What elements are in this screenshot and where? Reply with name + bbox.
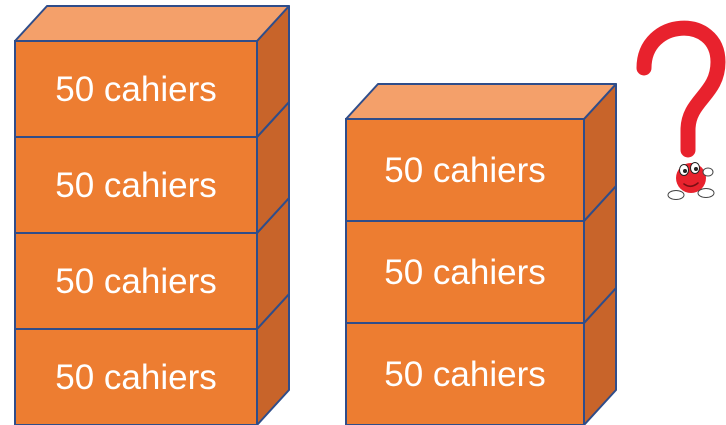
box-top-face: [345, 83, 617, 120]
question-mark-hook: [636, 20, 726, 158]
box: 50 cahiers: [345, 83, 617, 222]
stack-1: 50 cahiers 50 cahiers 50 cahiers 50 cahiers: [14, 5, 290, 425]
character-foot-left: [667, 190, 685, 200]
box-front-face: [14, 232, 258, 330]
box-label: 50 cahiers: [55, 358, 216, 397]
box-front-face: [345, 322, 585, 425]
box-label: 50 cahiers: [55, 166, 216, 205]
box-front-face: [345, 118, 585, 222]
box-label: 50 cahiers: [384, 151, 545, 190]
box: 50 cahiers: [14, 5, 290, 138]
box-label: 50 cahiers: [55, 262, 216, 301]
box-front-face: [14, 136, 258, 234]
question-mark-character-icon: [636, 20, 726, 200]
box-label: 50 cahiers: [384, 253, 545, 292]
box-top-face: [14, 5, 290, 42]
box-front-face: [14, 328, 258, 425]
box-front-face: [14, 40, 258, 138]
stack-2: 50 cahiers 50 cahiers 50 cahiers: [345, 83, 617, 425]
character-foot-right: [697, 188, 715, 198]
box-front-face: [345, 220, 585, 324]
box-label: 50 cahiers: [55, 70, 216, 109]
box-label: 50 cahiers: [384, 355, 545, 394]
character-mouth: [683, 182, 699, 188]
character-hand: [702, 167, 714, 177]
